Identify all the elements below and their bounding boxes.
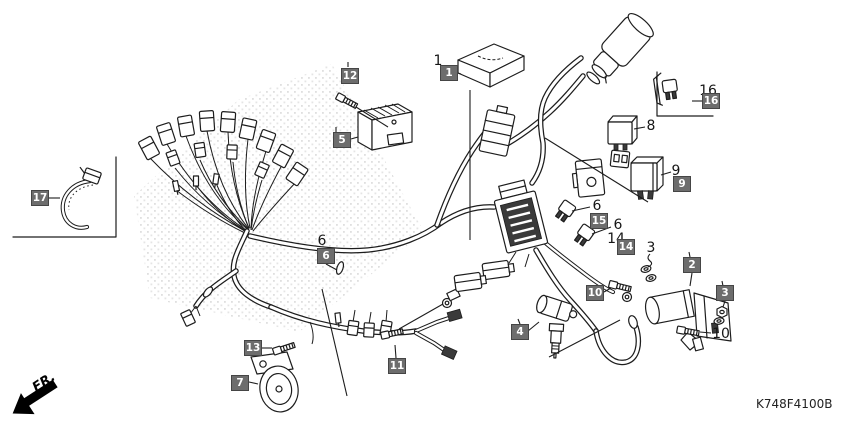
ref-label-6-c: 6: [613, 217, 623, 233]
ref-label-8: 8: [646, 118, 656, 134]
ref-label-10: 10: [712, 326, 730, 342]
spare-fuse-drawing: [653, 72, 680, 106]
relay-9-drawing: [630, 156, 664, 200]
horn-drawing: [250, 351, 299, 413]
fuse-holder-drawing: [571, 158, 606, 198]
ignition-coil-drawing: [644, 289, 732, 352]
fr-arrow-icon: [12, 379, 58, 415]
hotspot-7[interactable]: 7: [231, 375, 249, 391]
hotspot-2[interactable]: 2: [683, 257, 701, 273]
halftone-shading: [134, 64, 424, 332]
nut-3-drawing: [716, 305, 728, 319]
spark-plug-drawing: [548, 323, 565, 359]
ref-label-6-a: 6: [317, 233, 327, 249]
ref-label-1: 1: [433, 53, 443, 69]
diagram-part-code: K748F4100B: [756, 397, 833, 411]
inset-bracket-17: [12, 156, 117, 238]
ref-label-6-b: 6: [592, 198, 602, 214]
ecu-connector-drawing: [478, 104, 516, 157]
ecu-drawing: [457, 43, 525, 240]
hotspot-11[interactable]: 11: [388, 358, 406, 374]
hotspot-14[interactable]: 14: [617, 239, 635, 255]
hotspot-10[interactable]: 10: [586, 285, 604, 301]
washer-3-drawing: [644, 273, 658, 283]
wire-band-drawing: [60, 166, 102, 230]
hotspot-16[interactable]: 16: [702, 93, 720, 109]
wire-harness-drawing: [179, 55, 641, 366]
hotspot-6[interactable]: 6: [317, 248, 335, 264]
hotspot-3[interactable]: 3: [716, 285, 734, 301]
relay-8-drawing: [607, 115, 638, 151]
hotspot-4[interactable]: 4: [511, 324, 529, 340]
plug-cap-cord-drawing: [586, 12, 654, 85]
hotspot-12[interactable]: 12: [341, 68, 359, 84]
two-pin-connector-drawing: [609, 149, 631, 169]
ref-label-3: 3: [646, 240, 656, 256]
ref-label-9: 9: [671, 163, 681, 179]
leader-lines: [49, 62, 726, 397]
spark-plug-cap-drawing: [536, 294, 578, 322]
hotspot-1[interactable]: 1: [440, 65, 458, 81]
hotspot-13[interactable]: 13: [244, 340, 262, 356]
inset-bracket-16: [656, 71, 714, 117]
regulator-drawing: [357, 103, 413, 151]
hotspot-17[interactable]: 17: [31, 190, 49, 206]
hotspot-15[interactable]: 15: [590, 213, 608, 229]
hotspot-5[interactable]: 5: [333, 132, 351, 148]
hotspot-9[interactable]: 9: [673, 176, 691, 192]
relay-connector-drawing: [453, 251, 530, 293]
harness-connector-fan: [137, 109, 309, 234]
fuse-box-drawing: [493, 179, 549, 254]
